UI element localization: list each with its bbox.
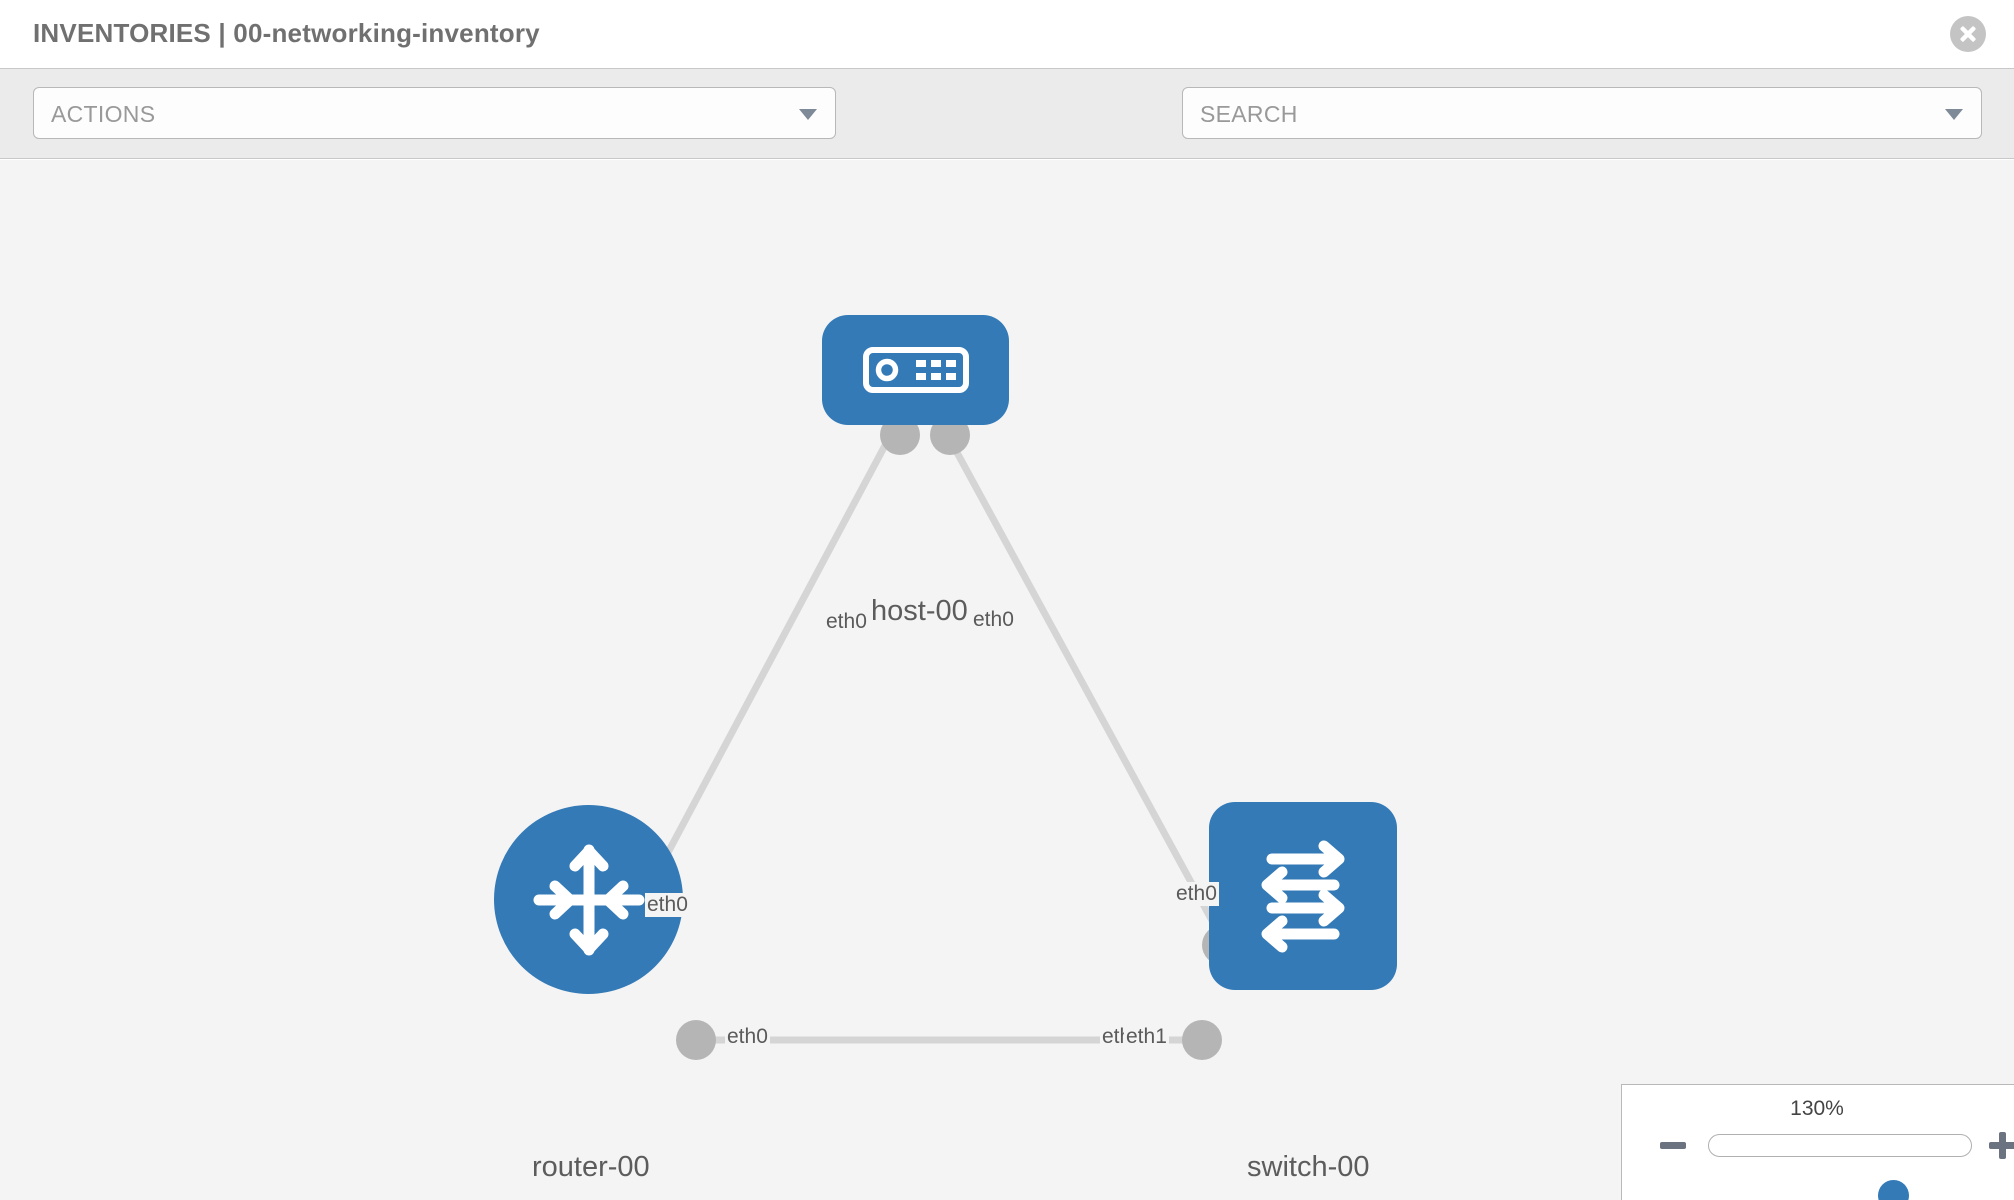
zoom-slider[interactable] bbox=[1708, 1134, 1972, 1200]
topology-node-switch-00[interactable] bbox=[1209, 802, 1397, 990]
switch-arrows-icon bbox=[1261, 840, 1345, 953]
edge-label-switch-to-host: eth0 bbox=[1174, 882, 1219, 907]
server-icon bbox=[862, 347, 969, 393]
connector-nub[interactable] bbox=[1182, 1020, 1222, 1060]
zoom-slider-thumb[interactable] bbox=[1878, 1180, 1909, 1200]
topology-edges bbox=[636, 434, 1232, 1044]
edge-label-host-eth0-left: eth0 bbox=[824, 610, 869, 635]
actions-dropdown-label: ACTIONS bbox=[51, 101, 156, 127]
page-header: INVENTORIES | 00-networking-inventory bbox=[0, 0, 2014, 69]
zoom-control-panel: 130% bbox=[1621, 1084, 2014, 1200]
page-title: INVENTORIES | 00-networking-inventory bbox=[33, 18, 540, 48]
zoom-level-value: 130% bbox=[1790, 1097, 1844, 1120]
router-arrows-icon bbox=[533, 844, 644, 955]
search-placeholder: SEARCH bbox=[1200, 101, 1298, 127]
actions-dropdown[interactable]: ACTIONS bbox=[33, 87, 836, 139]
edge-label-router-to-host: eth0 bbox=[645, 893, 690, 918]
toolbar: ACTIONS SEARCH bbox=[0, 69, 2014, 197]
edge-label-host-eth0-right: eth0 bbox=[971, 608, 1016, 633]
node-label-router-00: router-00 bbox=[530, 1151, 652, 1184]
search-input[interactable]: SEARCH bbox=[1182, 87, 1982, 139]
node-label-switch-00: switch-00 bbox=[1245, 1151, 1372, 1184]
edge-label-router-to-switch: eth0 bbox=[725, 1025, 770, 1050]
plus-icon[interactable] bbox=[1989, 1132, 2014, 1159]
connector-nub[interactable] bbox=[676, 1020, 716, 1060]
node-label-host-00: host-00 bbox=[869, 595, 970, 628]
topology-canvas[interactable]: eth0 host-00 eth0 eth0 eth0 eth0 eth0 et… bbox=[0, 160, 2014, 1200]
chevron-down-icon bbox=[1945, 109, 1963, 120]
edge-label-switch-to-router-b: eth1 bbox=[1124, 1025, 1169, 1050]
chevron-down-icon bbox=[799, 109, 817, 120]
close-icon[interactable] bbox=[1950, 16, 1986, 52]
minus-icon[interactable] bbox=[1660, 1142, 1686, 1149]
topology-node-host-00[interactable] bbox=[822, 315, 1009, 425]
